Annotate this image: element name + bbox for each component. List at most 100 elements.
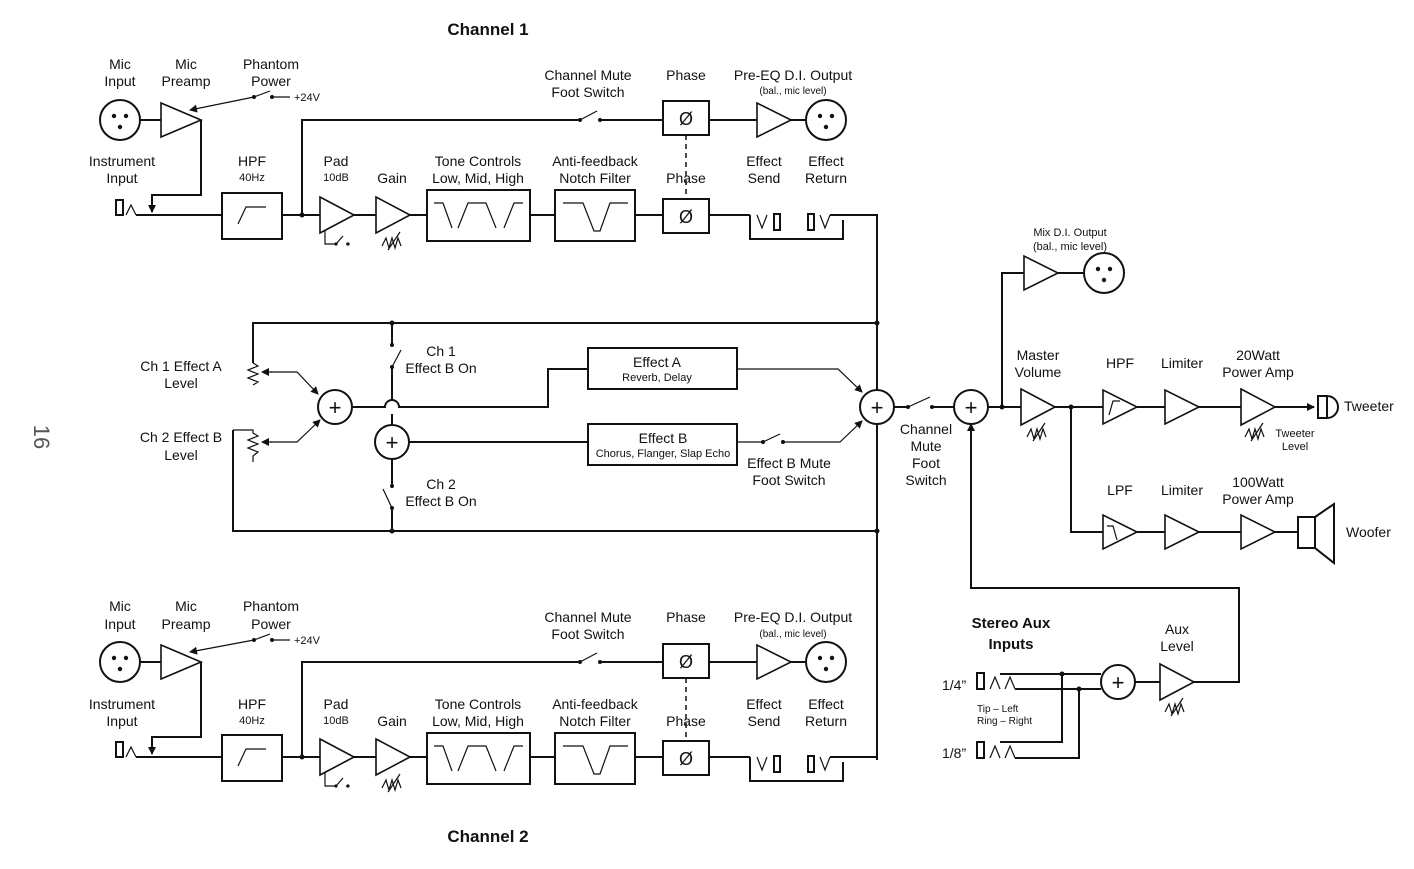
ch2-mute-switch-icon: [579, 652, 598, 663]
mix-di-driver-icon: [1023, 254, 1060, 292]
ch1-mic-preamp-label-2: Preamp: [161, 73, 210, 89]
ch2-mic-input-label-2: Input: [104, 616, 135, 632]
ch1-effect-b-on-label: Ch 1: [426, 343, 456, 359]
ch2-pad-icon: [319, 737, 356, 777]
effect-b-mute-label-2: Foot Switch: [752, 472, 825, 488]
ch2-antifeedback-label: Anti-feedback: [552, 696, 639, 712]
ch1-phantom-switch-icon: [253, 90, 271, 98]
amp-100w-label-2: Power Amp: [1222, 491, 1294, 507]
ch2-tone-label-2: Low, Mid, High: [432, 713, 524, 729]
channel-mute-switch-label-4: Switch: [905, 472, 946, 488]
channel-mute-switch-label-3: Foot: [912, 455, 940, 471]
ch1-xlr-output-icon: [805, 99, 847, 141]
ch2-phase-top-symbol: Ø: [679, 652, 693, 672]
ch1-hpf-block: [221, 192, 283, 240]
ch2-effect-b-on-label-2: Effect B On: [405, 493, 476, 509]
effect-a-mixer-symbol: +: [329, 395, 342, 420]
effects-section: Ch 1 Effect A Level Ch 2 Effect B Level …: [140, 320, 895, 760]
ch1-phase-top-label: Phase: [666, 67, 706, 83]
hpf-out-icon: [1102, 388, 1139, 426]
ch1-phase-top-block: [662, 100, 710, 136]
ch2-effect-return-label-2: Return: [805, 713, 847, 729]
ch1-pad-value: 10dB: [323, 172, 349, 184]
lpf-label: LPF: [1107, 482, 1133, 498]
amp-20w-label: 20Watt: [1236, 347, 1280, 363]
ch1-phase-bottom-label: Phase: [666, 170, 706, 186]
ch1-xlr-input-icon: [99, 99, 141, 141]
ch1-pad-icon: [319, 195, 356, 235]
ch2-phantom-label: Phantom: [243, 598, 299, 614]
effect-a-desc: Reverb, Delay: [622, 372, 692, 384]
ch1-gain-icon: [375, 195, 412, 235]
ch2-pre-eq-note: (bal., mic level): [759, 629, 826, 640]
ch2-effect-return-label: Effect: [808, 696, 844, 712]
ch1-mute-label-2: Foot Switch: [551, 84, 624, 100]
channel-mute-switch-icon: [907, 396, 931, 408]
ch2-notch-block: [554, 732, 636, 785]
ch1-pre-eq-note: (bal., mic level): [759, 86, 826, 97]
ch1-instrument-label: Instrument: [89, 153, 155, 169]
ch2-effect-b-pot-icon: [233, 429, 260, 462]
ch2-phantom-label-2: Power: [251, 616, 291, 632]
ch2-mic-preamp-icon: [160, 643, 204, 681]
ch2-mic-preamp-label-2: Preamp: [161, 616, 210, 632]
ch2-mic-input-label: Mic: [109, 598, 131, 614]
aux-quarter-inch-label: 1/4”: [942, 677, 966, 693]
ch2-pad-label: Pad: [324, 696, 349, 712]
ch1-effect-b-on-label-2: Effect B On: [405, 360, 476, 376]
ch1-effect-return-label: Effect: [808, 153, 844, 169]
ch1-mic-preamp-label: Mic: [175, 56, 197, 72]
ch1-phantom-label-2: Power: [251, 73, 291, 89]
ch1-mute-label: Channel Mute: [544, 67, 631, 83]
ch1-tone-label: Tone Controls: [435, 153, 521, 169]
channel-mute-switch-label-2: Mute: [910, 438, 941, 454]
woofer-icon: [1297, 516, 1316, 549]
amp-20w-icon: [1240, 387, 1277, 427]
aux-level-label-2: Level: [1160, 638, 1193, 654]
ch2-pre-eq-label: Pre-EQ D.I. Output: [734, 609, 852, 625]
aux-ring-label: Ring – Right: [977, 716, 1032, 727]
master-volume-label-2: Volume: [1015, 364, 1062, 380]
effect-a-block: [587, 347, 738, 390]
ch1-mute-switch-icon: [579, 110, 598, 121]
ch2-mic-preamp-label: Mic: [175, 598, 197, 614]
ch2-antifeedback-label-2: Notch Filter: [559, 713, 631, 729]
effect-b-block: [587, 423, 738, 466]
main-mixer-symbol: +: [871, 395, 884, 420]
ch1-effect-send-label: Effect: [746, 153, 782, 169]
master-volume-label: Master: [1017, 347, 1060, 363]
lpf-icon: [1102, 513, 1139, 551]
channel-1-title: Channel 1: [447, 20, 528, 39]
limiter-top-icon: [1164, 388, 1201, 426]
ch2-effect-b-switch-icon: [382, 488, 393, 509]
ch2-effect-send-label-2: Send: [748, 713, 781, 729]
master-volume-icon: [1020, 387, 1057, 427]
ch1-pad-label: Pad: [324, 153, 349, 169]
ch2-hpf-block: [221, 734, 283, 782]
ch2-instrument-label: Instrument: [89, 696, 155, 712]
ch1-effect-loop-icon: [749, 215, 844, 240]
effect-b-mute-label: Effect B Mute: [747, 455, 831, 471]
ch2-phantom-voltage: +24V: [294, 635, 321, 647]
aux-level-icon: [1159, 662, 1196, 702]
mix-di-xlr-icon: [1083, 252, 1125, 294]
effect-b-desc: Chorus, Flanger, Slap Echo: [596, 448, 731, 460]
ch2-phase-top-label: Phase: [666, 609, 706, 625]
ch2-gain-icon: [375, 737, 412, 777]
ch1-notch-block: [554, 189, 636, 242]
ch2-phase-bottom-block: [662, 740, 710, 776]
ch2-phase-bottom-symbol: Ø: [679, 749, 693, 769]
ch2-mute-label-2: Foot Switch: [551, 626, 624, 642]
ch2-tone-label: Tone Controls: [435, 696, 521, 712]
ch1-gain-label: Gain: [377, 170, 407, 186]
ch1-hpf-freq: 40Hz: [239, 172, 265, 184]
ch2-xlr-output-icon: [805, 641, 847, 683]
ch1-phantom-label: Phantom: [243, 56, 299, 72]
ch1-jack-icon: [115, 199, 124, 216]
stereo-aux-section: Stereo Aux Inputs 1/4” Tip – Left Ring –…: [942, 423, 1240, 761]
ch2-effect-send-label: Effect: [746, 696, 782, 712]
aux-quarter-jack-icon: [976, 672, 985, 690]
ch1-instrument-label-2: Input: [106, 170, 137, 186]
ch1-tone-label-2: Low, Mid, High: [432, 170, 524, 186]
